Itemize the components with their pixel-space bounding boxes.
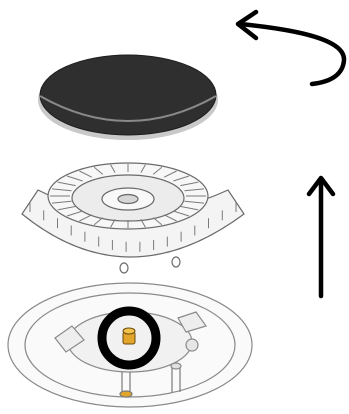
burner-cap xyxy=(38,55,218,140)
flame-spreader-foot-right xyxy=(172,257,180,267)
burner-base xyxy=(8,283,252,407)
flame-spreader-hole xyxy=(118,195,138,204)
flame-spreader xyxy=(22,163,244,273)
injector-nozzle xyxy=(123,328,135,344)
burner-base-thermocouple-tip xyxy=(171,363,181,369)
burner-base-igniter-cap xyxy=(120,391,132,397)
burner-base-screw xyxy=(186,339,198,351)
injector-nozzle-top xyxy=(123,328,135,334)
burner-cap-top xyxy=(40,55,216,135)
rotate-arrow xyxy=(238,12,344,84)
flame-spreader-foot-left xyxy=(120,263,128,273)
rotate-arrow-shaft xyxy=(240,24,344,84)
lift-arrow xyxy=(309,178,333,296)
